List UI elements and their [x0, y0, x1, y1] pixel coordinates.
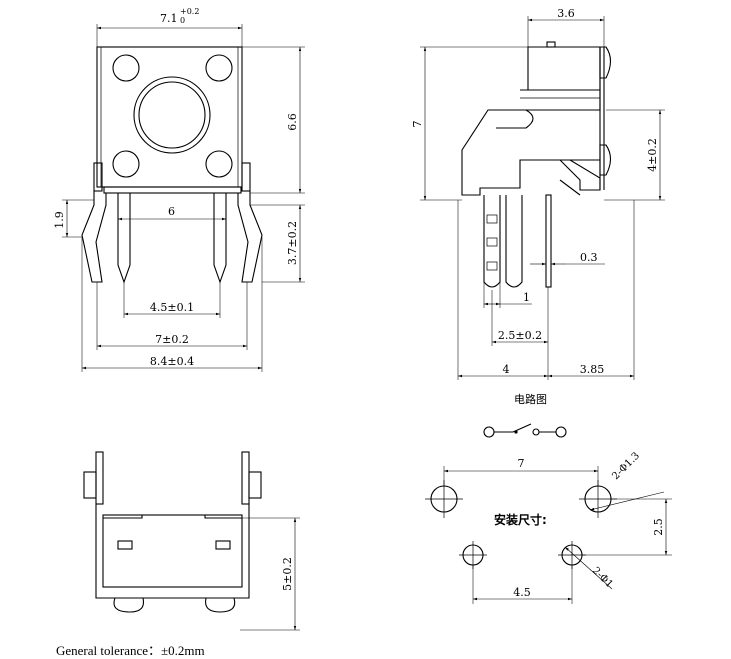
leg-outer-left	[81, 191, 107, 283]
corner-bump-tr	[205, 54, 233, 82]
dim-fp-top: 7	[518, 457, 525, 470]
dim-width-tol-lower: 0	[180, 16, 185, 25]
circuit-diagram: 电路图	[483, 393, 567, 438]
footprint-title: 安装尺寸:	[494, 512, 547, 527]
bottom-slot-right	[215, 540, 231, 550]
dim-fp-gap: 2.5	[652, 518, 665, 536]
dim-overall: 8.4±0.4	[150, 355, 194, 368]
dim-base-right: 3.85	[580, 363, 605, 376]
front-view: 7.1 +0.2 0 6.6 6 1.9 3.7±0.2 4.5±0.1 7±0…	[53, 7, 305, 372]
dim-outer-pitch: 7±0.2	[155, 333, 189, 346]
side-housing-top	[527, 46, 601, 91]
pin-inner-right	[213, 193, 227, 284]
dim-pin-offset: 1	[523, 291, 530, 304]
actuator-outer	[133, 76, 211, 154]
corner-bump-br	[205, 150, 233, 178]
dim-bend: 1.9	[53, 211, 66, 229]
circuit-title: 电路图	[514, 393, 547, 406]
bottom-body	[102, 514, 243, 588]
dim-pin-length: 3.7±0.2	[286, 221, 299, 265]
corner-bump-tl	[112, 54, 140, 82]
dim-side-stem: 4±0.2	[646, 138, 659, 172]
bottom-slot-left	[117, 540, 133, 550]
dim-pin-spacing: 2.5±0.2	[498, 329, 542, 342]
side-thin-pin	[545, 194, 552, 288]
dim-width-tol-upper: +0.2	[180, 7, 199, 16]
corner-bump-bl	[112, 150, 140, 178]
dim-pin-thickness: 0.3	[580, 251, 598, 264]
dim-side-depth: 3.6	[557, 7, 575, 20]
actuator-inner	[138, 81, 206, 149]
dim-bottom-height: 5±0.2	[281, 557, 294, 591]
footprint: 安装尺寸: 7 2-Φ1.3 2.5 2-Φ1	[425, 450, 672, 604]
side-view: 3.6 7 4±0.2 0.3 1 2.5±0.2 4 3.8	[411, 7, 665, 380]
bottom-view: 5±0.2	[83, 451, 300, 631]
dim-small-hole: 2-Φ1	[590, 565, 615, 590]
general-tolerance: General tolerance：±0.2mm	[56, 643, 205, 658]
dim-pin-pitch: 4.5±0.1	[150, 301, 194, 314]
dim-height: 6.6	[286, 113, 299, 131]
dim-big-hole: 2-Φ1.3	[610, 450, 642, 482]
leg-outer-right	[237, 191, 263, 283]
dim-base-left: 4	[503, 363, 510, 376]
dim-side-height: 7	[411, 121, 424, 128]
pin-inner-left	[117, 193, 131, 284]
dim-width: 7.1	[160, 12, 178, 25]
dim-pin-inner: 6	[168, 205, 175, 218]
switch-body-front	[96, 46, 243, 188]
dim-fp-bottom: 4.5	[513, 586, 531, 599]
side-body	[461, 89, 601, 196]
